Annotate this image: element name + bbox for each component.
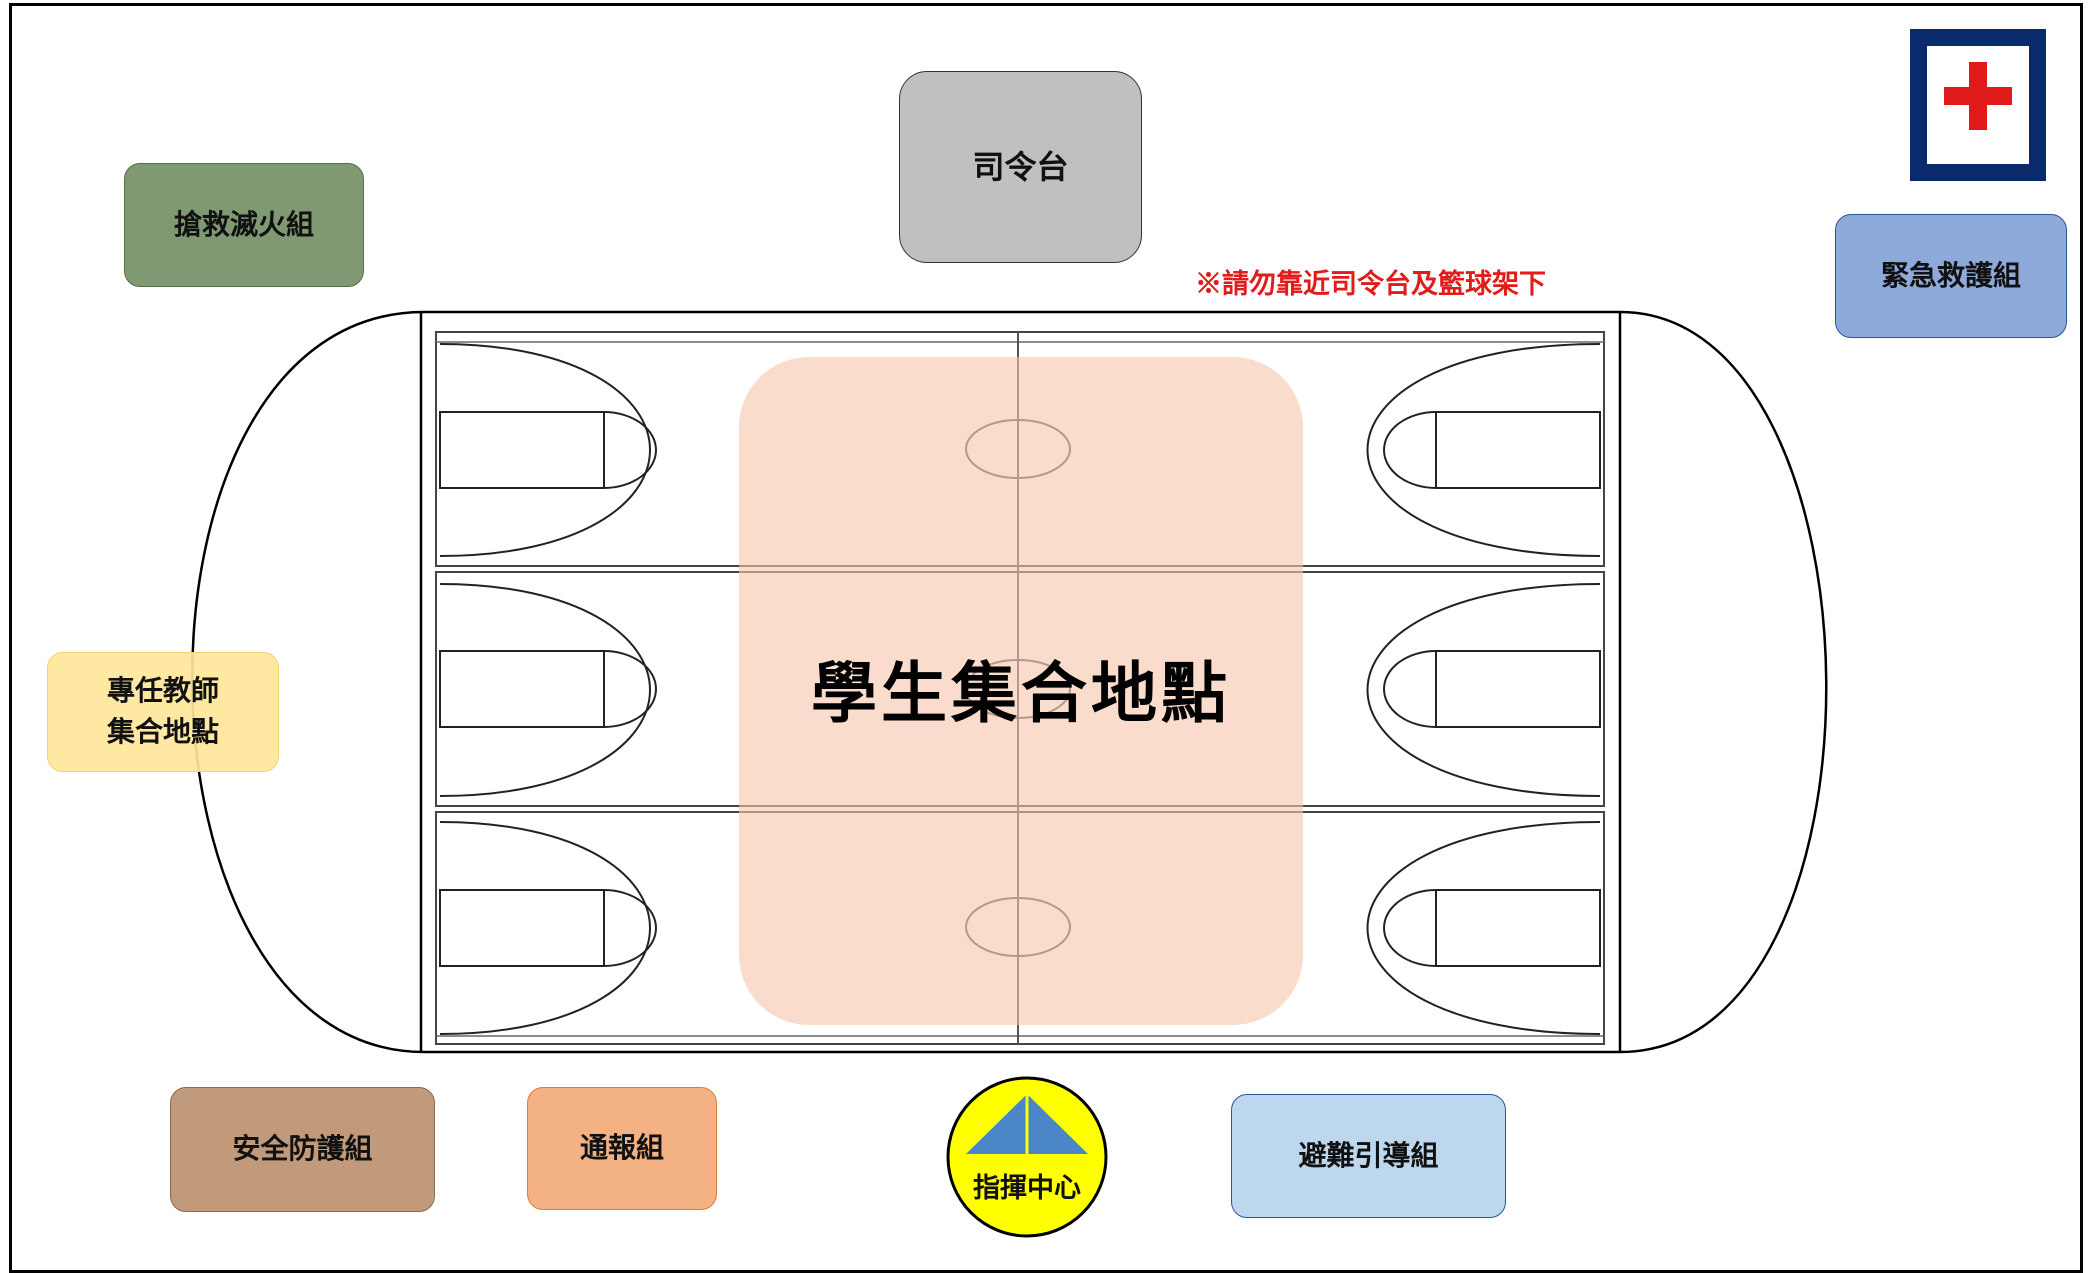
three-point-arc-right-top — [1366, 343, 1601, 557]
three-point-arc-right-bottom — [1366, 821, 1601, 1035]
three-point-arc-left-bottom — [439, 821, 651, 1035]
student-assembly-label: 學生集合地點 — [811, 654, 1231, 732]
key-right-middle — [1435, 650, 1601, 728]
red-cross-background — [1927, 46, 2029, 164]
firefighting-group-label: 搶救滅火組 — [173, 207, 314, 241]
ft-arc-left-bottom — [603, 889, 657, 967]
ft-arc-left-middle — [603, 650, 657, 728]
warning-notice: ※請勿靠近司令台及籃球架下 — [1195, 269, 1546, 300]
ft-arc-right-top — [1383, 411, 1437, 489]
firefighting-group-box: 搶救滅火組 — [124, 163, 364, 287]
stage-box: 司令台 — [899, 71, 1142, 263]
safety-group-box: 安全防護組 — [170, 1087, 435, 1212]
key-left-bottom — [439, 889, 605, 967]
medical-group-label: 緊急救護組 — [1880, 258, 2021, 292]
ft-arc-right-middle — [1383, 650, 1437, 728]
command-center-circle — [946, 1076, 1108, 1238]
command-center-label: 指揮中心 — [973, 1173, 1081, 1204]
three-point-arc-right-middle — [1366, 583, 1601, 797]
three-point-arc-left-top — [439, 343, 651, 557]
stage-label: 司令台 — [972, 147, 1069, 186]
medical-group-box: 緊急救護組 — [1835, 214, 2067, 338]
safety-group-label: 安全防護組 — [232, 1132, 373, 1166]
key-right-bottom — [1435, 889, 1601, 967]
red-cross-horizontal-bar — [1944, 87, 2012, 105]
teachers-assembly-label: 專任教師 集合地點 — [106, 674, 219, 748]
notification-group-box: 通報組 — [527, 1087, 717, 1210]
notification-group-label: 通報組 — [579, 1131, 664, 1165]
key-right-top — [1435, 411, 1601, 489]
key-left-top — [439, 411, 605, 489]
three-point-arc-left-middle — [439, 583, 651, 797]
evacuation-group-label: 避難引導組 — [1298, 1138, 1439, 1172]
track-outline — [191, 310, 1828, 1054]
ft-arc-left-top — [603, 411, 657, 489]
command-center-icon — [946, 1076, 1108, 1238]
key-left-middle — [439, 650, 605, 728]
red-cross-icon — [1910, 29, 2046, 181]
ft-arc-right-bottom — [1383, 889, 1437, 967]
teachers-assembly-box: 專任教師 集合地點 — [47, 652, 279, 772]
evacuation-group-box: 避難引導組 — [1231, 1094, 1506, 1218]
student-assembly-area — [739, 357, 1303, 1025]
